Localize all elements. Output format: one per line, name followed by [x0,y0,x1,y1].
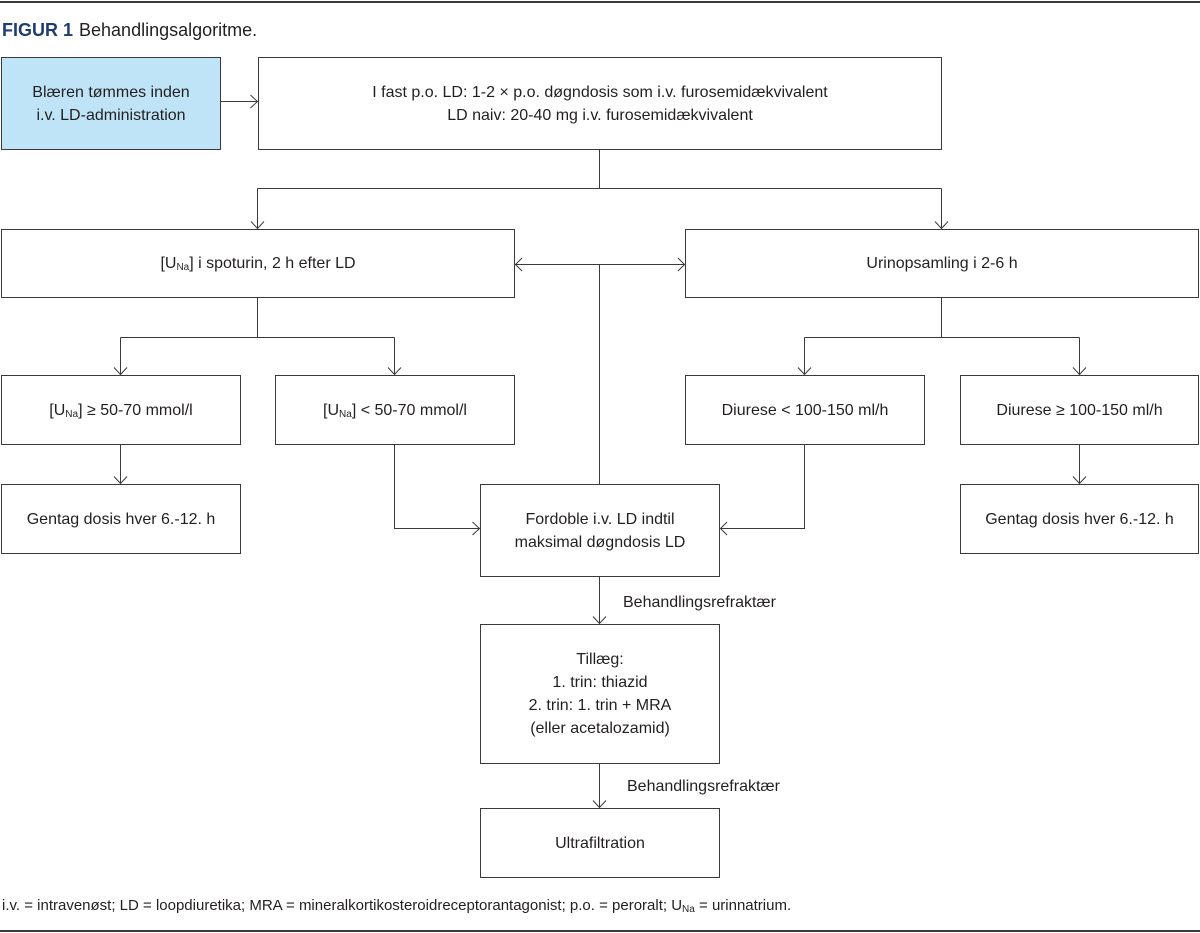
connector-double-dose-to-add-on [592,577,607,625]
node-text-line: I fast p.o. LD: 1-2 × p.o. døgndosis som… [372,83,828,101]
arrowhead [250,94,259,109]
connector-sodium-low-to-double-dose [394,445,481,536]
node-text-line: Urinopsamling i 2-6 h [866,255,1018,272]
node-text-line: Gentag dosis hver 6.-12. h [985,510,1174,528]
footnote-text: i.v. = intravenøst; LD = loopdiuretika; … [2,897,683,914]
arrowhead [113,476,128,485]
text-segment: ] i spoturin, 2 h efter LD [189,255,356,272]
arrowhead [1072,476,1087,485]
connector-line [394,445,479,529]
node-text-line: 1. trin: thiazid [552,674,648,691]
arrowhead [514,257,523,272]
connector-line [257,150,942,228]
arrowhead [113,367,128,376]
node-text-line: i.v. LD-administration [36,106,186,124]
arrowhead [797,367,812,376]
arrowhead [592,800,607,809]
connector-line [720,445,805,529]
footnote-text: = urinnatrium. [694,897,792,914]
node-diuresis-low: Diurese < 100-150 ml/h [685,375,925,445]
top-rule [0,1,1200,3]
node-ultrafiltration: Ultrafiltration [480,808,720,878]
node-loop-diuretic-dose: I fast p.o. LD: 1-2 × p.o. døgndosis som… [258,57,942,150]
text-segment: [U [323,401,340,419]
arrowhead [1072,367,1087,376]
connector-diuresis-high-to-repeat [1072,445,1087,485]
connector-sodium-high-to-repeat [113,445,128,485]
connector-bladder-to-start [221,94,259,109]
text-segment: [U [49,401,66,419]
connector-line [804,298,1080,374]
figure-label: FIGUR 1 [2,20,74,40]
subscript-na: Na [682,904,695,915]
text-segment: [U [160,255,177,272]
node-bladder-emptying: Blæren tømmes inden i.v. LD-administrati… [1,57,221,150]
node-text-line: Diurese < 100-150 ml/h [721,401,889,419]
node-add-on-therapy: Tillæg: 1. trin: thiazid 2. trin: 1. tri… [480,624,720,764]
edge-label-refractory: Behandlingsrefraktær [623,594,776,611]
node-spot-urine-sodium: [UNa] i spoturin, 2 h efter LD [1,229,515,298]
node-text-line: Gentag dosis hver 6.-12. h [26,510,216,528]
node-text-line: Blæren tømmes inden [32,83,190,101]
node-sodium-low: [UNa] < 50-70 mmol/l [275,375,515,445]
connector-start-split [250,150,949,230]
connector-line [120,298,395,374]
node-text-line: LD naiv: 20-40 mg i.v. furosemidækvivale… [447,106,753,124]
node-text-line: (eller acetalozamid) [530,720,670,737]
arrowhead [472,521,481,536]
node-text-line: [UNa] ≥ 50-70 mmol/l [49,399,192,422]
subscript-na: Na [339,408,352,420]
node-urine-collection: Urinopsamling i 2-6 h [685,229,1199,298]
edge-label-refractory: Behandlingsrefraktær [627,778,780,795]
node-sodium-high: [UNa] ≥ 50-70 mmol/l [1,375,241,445]
node-text-line: [UNa] < 50-70 mmol/l [323,399,467,422]
arrowhead [934,221,949,230]
connector-spot-split [113,298,402,376]
node-text-line: 2. trin: 1. trin + MRA [528,697,672,714]
node-diuresis-high: Diurese ≥ 100-150 ml/h [960,375,1199,445]
connector-collection-split [797,298,1087,376]
figure-caption: Behandlingsalgoritme. [79,20,258,40]
arrowhead [719,521,728,536]
connector-diuresis-low-to-double-dose [719,445,805,536]
subscript-na: Na [176,262,190,273]
node-text-line: [UNa] i spoturin, 2 h efter LD [160,252,355,275]
node-text-line: Diurese ≥ 100-150 ml/h [996,401,1163,419]
node-repeat-dose-right: Gentag dosis hver 6.-12. h [960,484,1199,554]
node-text-line: maksimal døgndosis LD [514,533,686,551]
text-segment: ] ≥ 50-70 mmol/l [78,401,193,419]
node-repeat-dose-left: Gentag dosis hver 6.-12. h [1,484,241,554]
node-text-line: Tillæg: [576,651,624,668]
node-double-dose: Fordoble i.v. LD indtil maksimal døgndos… [480,484,720,577]
bottom-rule [0,930,1200,932]
footnote: i.v. = intravenøst; LD = loopdiuretika; … [2,896,791,916]
node-text-line: Fordoble i.v. LD indtil [525,510,675,528]
subscript-na: Na [65,408,79,420]
arrowhead [677,257,686,272]
text-segment: ] < 50-70 mmol/l [351,401,467,419]
arrowhead [387,367,402,376]
node-text-line: Ultrafiltration [555,834,645,852]
arrowhead [592,616,607,625]
arrowhead [250,221,265,230]
connector-add-on-to-ultrafiltration [592,764,607,809]
